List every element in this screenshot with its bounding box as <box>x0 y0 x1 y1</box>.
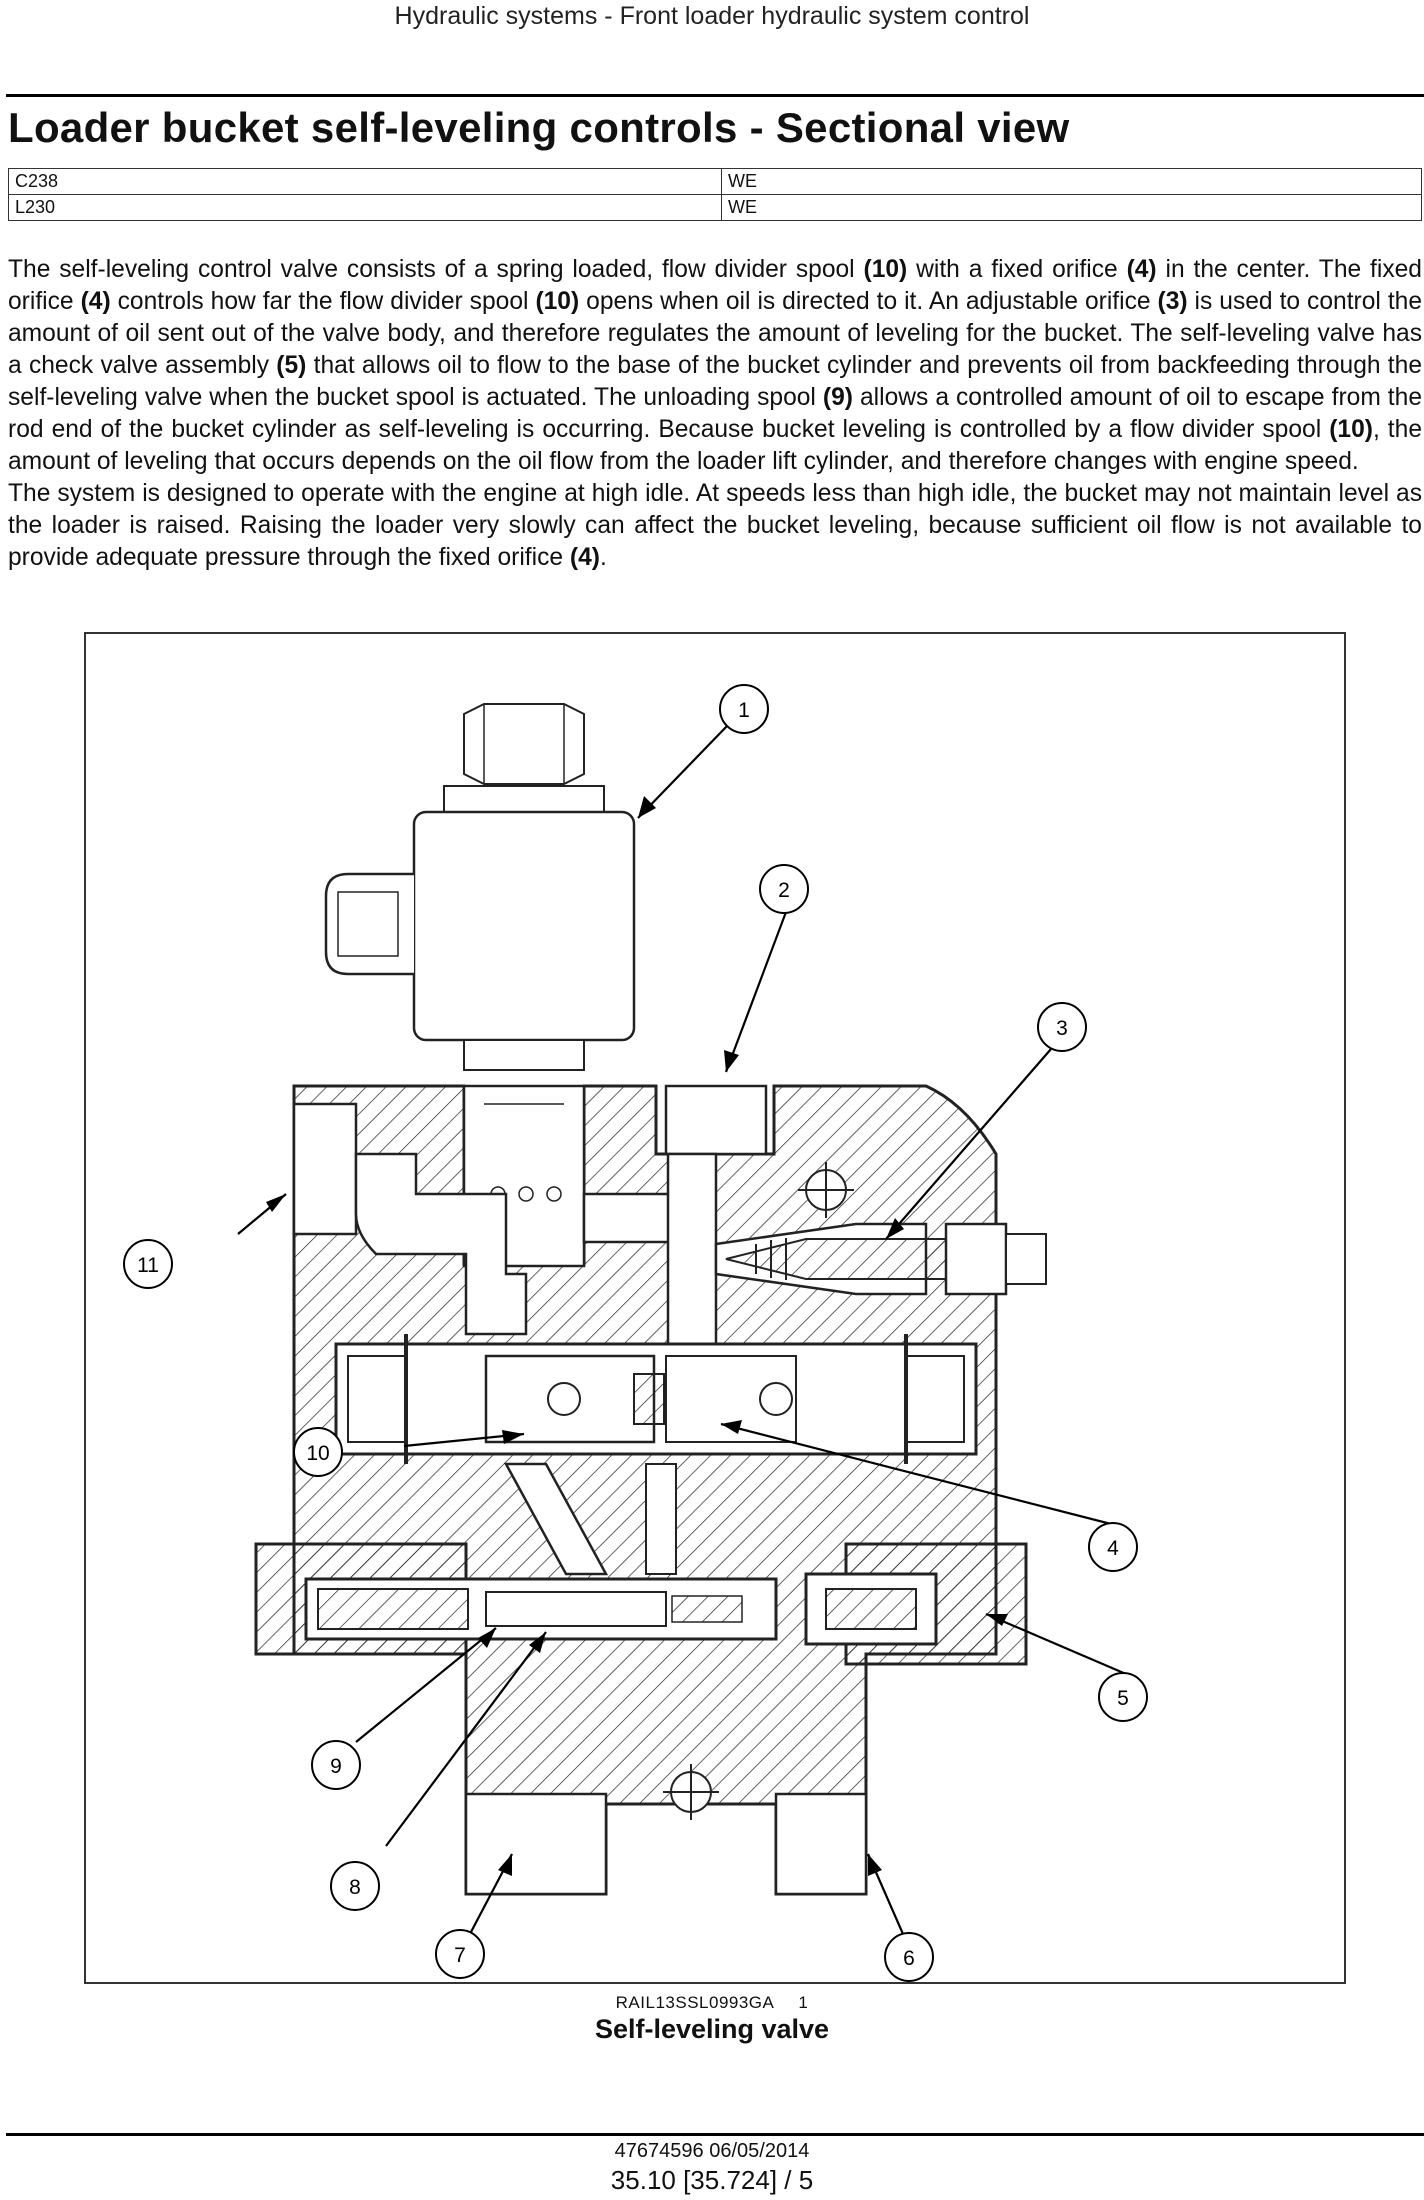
callout-5: 5 <box>1098 1672 1148 1722</box>
page-title: Loader bucket self-leveling controls - S… <box>8 104 1070 151</box>
figure-number: 1 <box>798 1993 809 2012</box>
valve-section-drawing: 1 2 3 4 5 6 7 8 <box>123 684 1148 1982</box>
part-reference: (4) <box>80 288 111 315</box>
callout-6: 6 <box>884 1932 934 1982</box>
model-region: WE <box>721 168 1422 195</box>
callout-7: 7 <box>435 1929 485 1979</box>
svg-text:4: 4 <box>1107 1537 1119 1560</box>
figure-caption: Self-leveling valve <box>594 2014 830 2044</box>
valve-body <box>254 1084 1047 1896</box>
leader-lines <box>237 725 1127 1935</box>
svg-text:5: 5 <box>1117 1687 1129 1710</box>
sectional-view-figure: 1 2 3 4 5 6 7 8 <box>84 632 1346 1984</box>
svg-text:8: 8 <box>349 1876 361 1899</box>
image-id: RAIL13SSL0993GA <box>615 1993 775 2012</box>
figure-id: RAIL13SSL0993GA 1 <box>0 1993 1424 2013</box>
part-reference: (9) <box>822 384 853 411</box>
callout-1: 1 <box>719 684 769 734</box>
svg-text:11: 11 <box>137 1254 159 1277</box>
part-reference: (3) <box>1157 288 1188 315</box>
footer-divider <box>6 2133 1424 2136</box>
svg-text:2: 2 <box>778 879 790 902</box>
part-reference: (10) <box>863 256 908 283</box>
svg-text:10: 10 <box>306 1442 329 1465</box>
svg-text:1: 1 <box>738 699 750 722</box>
callout-3: 3 <box>1037 1002 1087 1052</box>
part-reference: (4) <box>1126 256 1157 283</box>
part-reference: (5) <box>276 352 307 379</box>
svg-text:9: 9 <box>330 1755 342 1778</box>
part-reference: (10) <box>535 288 580 315</box>
description-text: The self-leveling control valve consists… <box>8 254 1422 574</box>
svg-text:7: 7 <box>454 1944 466 1967</box>
model-code: L230 <box>8 194 722 221</box>
solenoid-assembly <box>324 703 636 1071</box>
page-reference: 35.10 [35.724] / 5 <box>610 2165 814 2195</box>
paragraph-operation-note: The system is designed to operate with t… <box>8 480 1422 571</box>
callout-8: 8 <box>330 1861 380 1911</box>
model-applicability-table: C238 WE L230 WE <box>8 168 1422 221</box>
document-reference: 47674596 06/05/2014 <box>614 2140 810 2162</box>
callout-2: 2 <box>759 864 809 914</box>
model-code: C238 <box>8 168 722 195</box>
table-row: C238 WE <box>8 168 1422 195</box>
leader-arrowheads <box>266 796 1008 1876</box>
part-reference: (4) <box>569 544 600 571</box>
svg-text:6: 6 <box>903 1947 915 1970</box>
part-reference: (10) <box>1329 416 1373 443</box>
paragraph-valve-description: The self-leveling control valve consists… <box>8 256 1423 475</box>
callout-10: 10 <box>293 1427 343 1477</box>
model-region: WE <box>721 194 1422 221</box>
callout-11: 11 <box>123 1239 173 1289</box>
table-row: L230 WE <box>8 194 1422 221</box>
svg-text:3: 3 <box>1056 1017 1068 1040</box>
header-divider <box>6 94 1424 97</box>
callout-9: 9 <box>311 1740 361 1790</box>
running-header: Hydraulic systems - Front loader hydraul… <box>394 2 1030 30</box>
callout-4: 4 <box>1088 1522 1138 1572</box>
